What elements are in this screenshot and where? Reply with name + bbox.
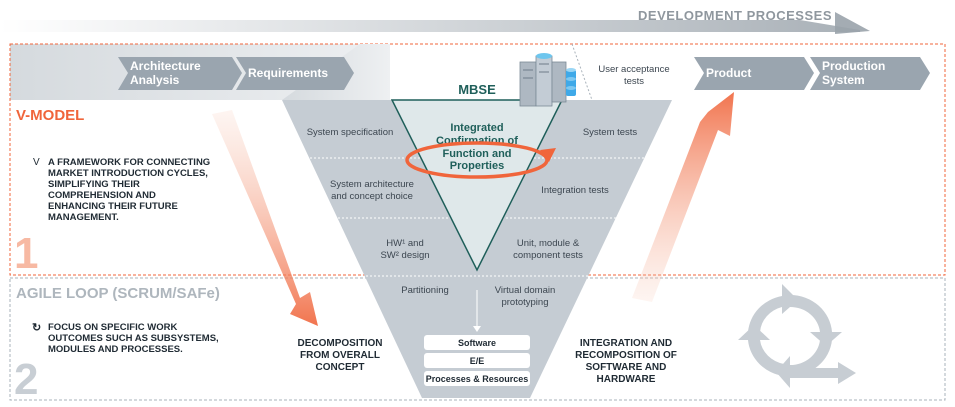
- chevron-product: Product: [694, 57, 814, 90]
- label-system-architecture: System architecture: [330, 179, 414, 190]
- svg-text:FROM OVERALL: FROM OVERALL: [300, 350, 380, 361]
- integration-arrow: [632, 92, 734, 302]
- section1-bullet-icon: V: [33, 157, 40, 168]
- chevron-architecture-analysis: Architecture Analysis: [118, 57, 242, 90]
- decomposition-text: DECOMPOSITION FROM OVERALL CONCEPT: [297, 338, 382, 373]
- svg-text:SOFTWARE AND: SOFTWARE AND: [586, 362, 667, 373]
- svg-text:Function and: Function and: [442, 148, 511, 160]
- chevron-production-system: Production System: [810, 57, 930, 90]
- server-stack-icon: [519, 53, 576, 107]
- svg-text:SIMPLIFYING THEIR: SIMPLIFYING THEIR: [48, 179, 140, 190]
- box-ee: [424, 353, 530, 368]
- section1-description: A FRAMEWORK FOR CONNECTING MARKET INTROD…: [48, 157, 210, 223]
- label-unit-module-tests: Unit, module &: [517, 238, 580, 249]
- label-partitioning: Partitioning: [401, 285, 449, 296]
- chevron-requirements: Requirements: [236, 57, 354, 90]
- svg-text:A FRAMEWORK FOR CONNECTING: A FRAMEWORK FOR CONNECTING: [48, 157, 210, 168]
- bottom-boxes: Software E/E Processes & Resources: [424, 335, 530, 386]
- label-integration-tests: Integration tests: [541, 185, 609, 196]
- label-virtual-domain-prototyping: Virtual domain: [495, 285, 556, 296]
- svg-text:RECOMPOSITION OF: RECOMPOSITION OF: [575, 350, 677, 361]
- box-ee-label: E/E: [470, 356, 485, 366]
- development-processes-arrow: [0, 20, 860, 32]
- confirmation-loop-icon: [405, 141, 556, 179]
- box-software-label: Software: [458, 338, 496, 348]
- mbse-triangle: [390, 99, 564, 272]
- box-processes-label: Processes & Resources: [426, 374, 529, 384]
- svg-text:INTEGRATION AND: INTEGRATION AND: [580, 338, 672, 349]
- integration-text: INTEGRATION AND RECOMPOSITION OF SOFTWAR…: [575, 338, 677, 385]
- svg-text:FOCUS ON SPECIFIC WORK: FOCUS ON SPECIFIC WORK: [48, 322, 177, 333]
- svg-text:DECOMPOSITION: DECOMPOSITION: [297, 338, 382, 349]
- svg-text:MANAGEMENT.: MANAGEMENT.: [48, 212, 119, 223]
- mbse-label: MBSE: [458, 82, 496, 97]
- label-hw-sw-design-line2: SW² design: [380, 250, 429, 261]
- svg-text:Integrated: Integrated: [450, 122, 503, 134]
- label-user-acceptance-tests: User acceptance: [598, 64, 669, 75]
- chevron-label-line1: Architecture: [130, 59, 201, 73]
- svg-text:COMPREHENSION AND: COMPREHENSION AND: [48, 190, 156, 201]
- agile-loop-icon: [738, 284, 856, 388]
- svg-text:CONCEPT: CONCEPT: [316, 362, 365, 373]
- label-system-tests: System tests: [583, 127, 638, 138]
- chevron-label: Product: [706, 66, 751, 80]
- decomposition-arrow: [212, 110, 318, 326]
- svg-text:OUTCOMES SUCH AS SUBSYSTEMS,: OUTCOMES SUCH AS SUBSYSTEMS,: [48, 333, 219, 344]
- section1-title: V-MODEL: [16, 107, 84, 124]
- refresh-bullet-icon: ↻: [32, 322, 41, 334]
- svg-text:MARKET INTRODUCTION CYCLES,: MARKET INTRODUCTION CYCLES,: [48, 168, 208, 179]
- section2-title: AGILE LOOP (SCRUM/SAFe): [16, 285, 220, 302]
- label-system-architecture-line2: and concept choice: [331, 191, 413, 202]
- label-hw-sw-design: HW¹ and: [386, 238, 423, 249]
- section2-number: 2: [14, 355, 38, 404]
- section1-frame: [9, 43, 946, 276]
- svg-text:HARDWARE: HARDWARE: [597, 374, 656, 385]
- label-user-acceptance-tests-line2: tests: [624, 76, 644, 87]
- label-system-specification: System specification: [307, 127, 394, 138]
- development-processes-title: DEVELOPMENT PROCESSES: [638, 8, 832, 23]
- section1-number: 1: [14, 229, 38, 278]
- svg-text:ENHANCING THEIR FUTURE: ENHANCING THEIR FUTURE: [48, 201, 178, 212]
- svg-text:MODULES AND PROCESSES.: MODULES AND PROCESSES.: [48, 344, 183, 355]
- chevron-label-line2: System: [822, 73, 865, 87]
- svg-text:Properties: Properties: [450, 160, 504, 172]
- box-processes-resources: [424, 371, 530, 386]
- chevron-label: Requirements: [248, 66, 328, 80]
- section2-description: FOCUS ON SPECIFIC WORK OUTCOMES SUCH AS …: [48, 322, 219, 355]
- chevron-label-line2: Analysis: [130, 73, 180, 87]
- label-unit-module-tests-line2: component tests: [513, 250, 583, 261]
- chevron-label-line1: Production: [822, 59, 885, 73]
- label-virtual-domain-prototyping-line2: prototyping: [501, 297, 548, 308]
- box-software: [424, 335, 530, 350]
